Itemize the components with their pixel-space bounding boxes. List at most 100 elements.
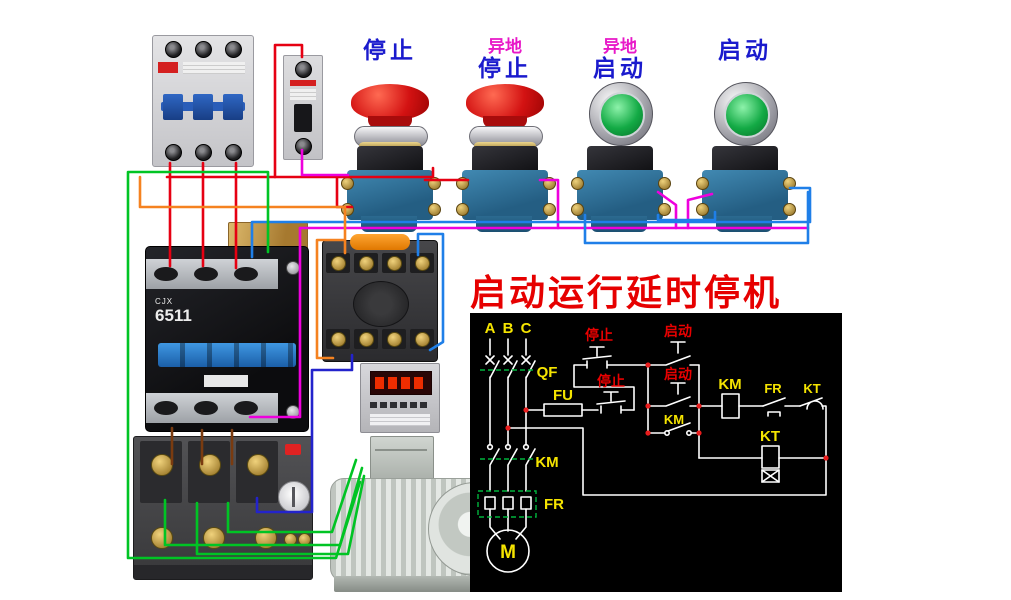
pushbutton-stop-local: 停止 [335,38,445,232]
mushroom-cap-red [351,84,429,120]
pushbutton-stop-remote: 异地 停止 [450,38,560,232]
terminal-screw [359,256,374,271]
schematic-button-labels: 停止 停止 启动 启动 [585,323,692,389]
terminal-hole [234,401,258,415]
terminal-screw [359,332,374,347]
aux-terminal-screw [298,533,311,546]
stop-lower-label: 停止 [597,373,625,389]
aux-terminal-screw [286,405,300,419]
page-title: 启动运行延时停机 [470,272,783,313]
breaker-handle [163,94,183,120]
terminal-screw [165,144,182,161]
button-name-label: 启动 [593,54,647,81]
timer-button [420,402,427,408]
breaker-handle [223,94,243,120]
green-button-lens [599,92,645,138]
terminal-screw [225,41,242,58]
motor-terminal-box [370,436,434,484]
fuse-fu-label: FU [553,387,573,404]
schematic-diagram: A B C QF KM FR M FU KM KM FR KT KT 停止 停止… [470,313,842,592]
contact-block [341,170,441,232]
km-main-label: KM [535,454,558,471]
terminal-screw [428,177,441,190]
motor-m-label: M [500,542,516,563]
schematic-device-labels: A B C QF KM FR M FU KM KM FR KT KT [485,320,821,563]
start-upper-label: 启动 [664,323,692,339]
mushroom-cap-red [466,84,544,120]
contact-block [456,170,556,232]
terminal-screw [225,144,242,161]
overload-pole [140,441,182,503]
timer-label [370,414,430,426]
circuit-breaker-1pole [283,55,323,160]
terminal-screw [295,61,312,78]
cap-stem [368,116,412,128]
button-name-label: 停止 [363,37,417,63]
terminal-screw [255,527,277,549]
fr-main-label: FR [544,496,564,513]
contact-block [696,170,796,232]
terminal-screw [456,203,469,216]
terminal-screw [341,203,354,216]
contactor: CJX 6511 [145,246,309,432]
terminal-screw [195,144,212,161]
timer-relay-socket [322,234,438,362]
socket-terminal [410,253,434,273]
terminal-screw [415,256,430,271]
terminal-screw [415,332,430,347]
terminal-hole [154,267,178,281]
terminal-screw [783,177,796,190]
seven-segment-digits [375,377,427,389]
breaker-handle [294,104,312,132]
contactor-actuator-bar [158,343,296,367]
contactor-series-text: CJX [155,297,174,306]
phase-a-label: A [485,320,496,337]
thermal-overload-relay [133,436,313,580]
contact-block [571,170,671,232]
socket-clip [350,234,410,250]
socket-pin-drum [353,281,409,327]
pushbutton-start-remote: 异地 启动 [565,38,675,232]
schematic-background [470,313,842,592]
circuit-breaker-3pole [152,35,254,167]
terminal-screw [331,332,346,347]
overload-pole [188,441,230,503]
contactor-sticker [204,375,248,387]
terminal-screw [331,256,346,271]
terminal-screw [696,203,709,216]
terminal-screw [783,203,796,216]
socket-terminal [354,329,378,349]
pushbutton-label: 停止 [335,38,445,62]
breaker-qf-label: QF [537,364,558,381]
start-lower-label: 启动 [664,366,692,382]
contactor-model: CJX 6511 [155,297,192,326]
brand-label [290,80,316,86]
terminal-screw [151,454,173,476]
stop-upper-label: 停止 [585,327,613,343]
timer-button [380,402,387,408]
pushbutton-label: 启动 [690,38,800,62]
kt-coil-label: KT [760,428,780,445]
schematic-junction-dots [505,362,829,461]
terminal-screw [428,203,441,216]
socket-terminal [382,253,406,273]
contactor-model-text: 6511 [155,306,192,325]
time-delay-relay [360,363,440,433]
breaker-handle [193,94,213,120]
motor-base [334,576,494,592]
rating-label [183,62,245,74]
terminal-screw [543,177,556,190]
schematic-mechanical-links [477,369,537,518]
aux-terminal-screw [284,533,297,546]
terminal-hole [154,401,178,415]
terminal-screw [387,256,402,271]
terminal-screw [658,177,671,190]
terminal-screw [387,332,402,347]
green-button-lens [724,92,770,138]
terminal-screw [696,177,709,190]
button-name-label: 停止 [478,54,532,81]
socket-terminal [354,253,378,273]
current-adjust-dial [278,481,310,513]
terminal-screw [199,454,221,476]
